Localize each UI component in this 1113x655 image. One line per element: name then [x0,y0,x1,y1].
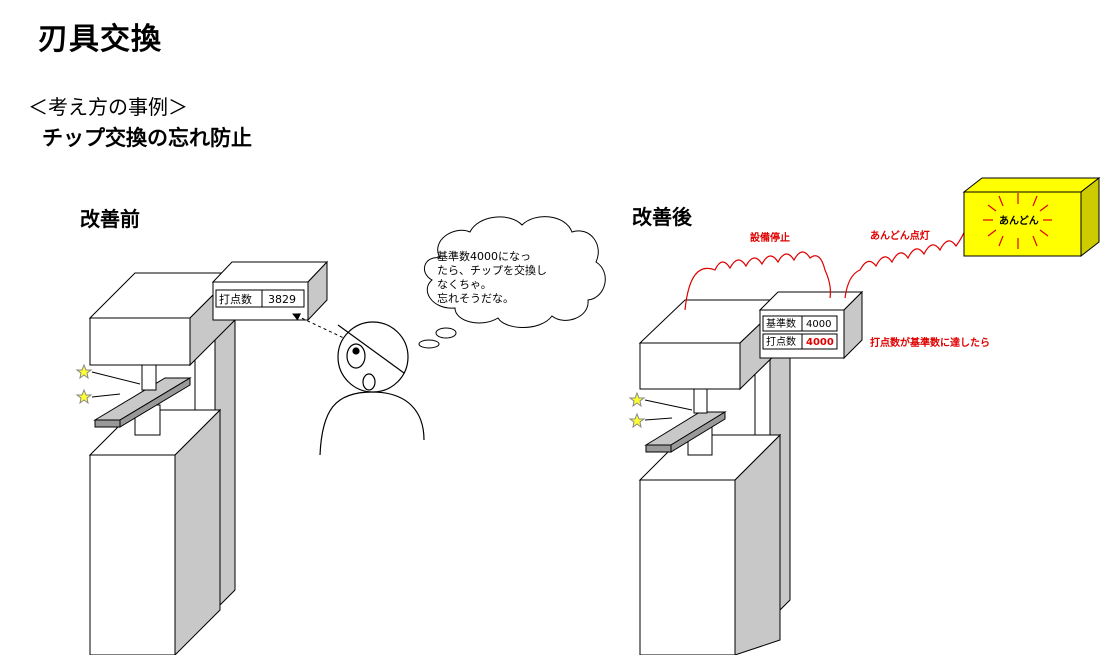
counter-label-after: 打点数 [766,335,796,348]
thought-bubble: 基準数4000になっ たら、チップを交換し なくちゃ。 忘れそうだな。 [418,216,606,349]
counter-value-after: 4000 [806,337,834,348]
thought-line-1: 基準数4000になっ [437,249,531,263]
counter-label-before: 打点数 [219,292,252,306]
thought-line-2: たら、チップを交換し [437,263,547,277]
star-icon [75,363,93,380]
counter-display-before: 打点数 3829 [215,289,305,308]
counter-display-after: 基準数 4000 打点数 4000 [762,315,838,350]
andon-label: あんどん [999,214,1039,227]
section-heading: チップ交換の忘れ防止 [42,126,252,150]
worker-figure [319,321,425,456]
signal-stop-label: 設備停止 [750,231,790,244]
thought-line-3: なくちゃ。 [437,278,492,291]
andon-lamp: あんどん [962,176,1101,258]
page-title: 刃具交換 [38,22,162,57]
base-value: 4000 [806,319,831,330]
lamp-signal-wave [844,227,967,299]
counter-value-before: 3829 [268,293,296,306]
machine-before [88,260,329,655]
star-icon [628,412,646,429]
star-icon [75,388,93,405]
after-label: 改善後 [632,205,692,229]
base-label: 基準数 [766,317,796,330]
condition-label: 打点数が基準数に達したら [870,336,990,349]
subtitle: ＜考え方の事例＞ [28,95,188,119]
stop-signal-wave [684,251,832,311]
signal-lamp-label: あんどん点灯 [870,229,930,242]
before-label: 改善前 [80,207,140,231]
star-icon [628,391,646,408]
thought-line-4: 忘れそうだな。 [437,291,514,305]
